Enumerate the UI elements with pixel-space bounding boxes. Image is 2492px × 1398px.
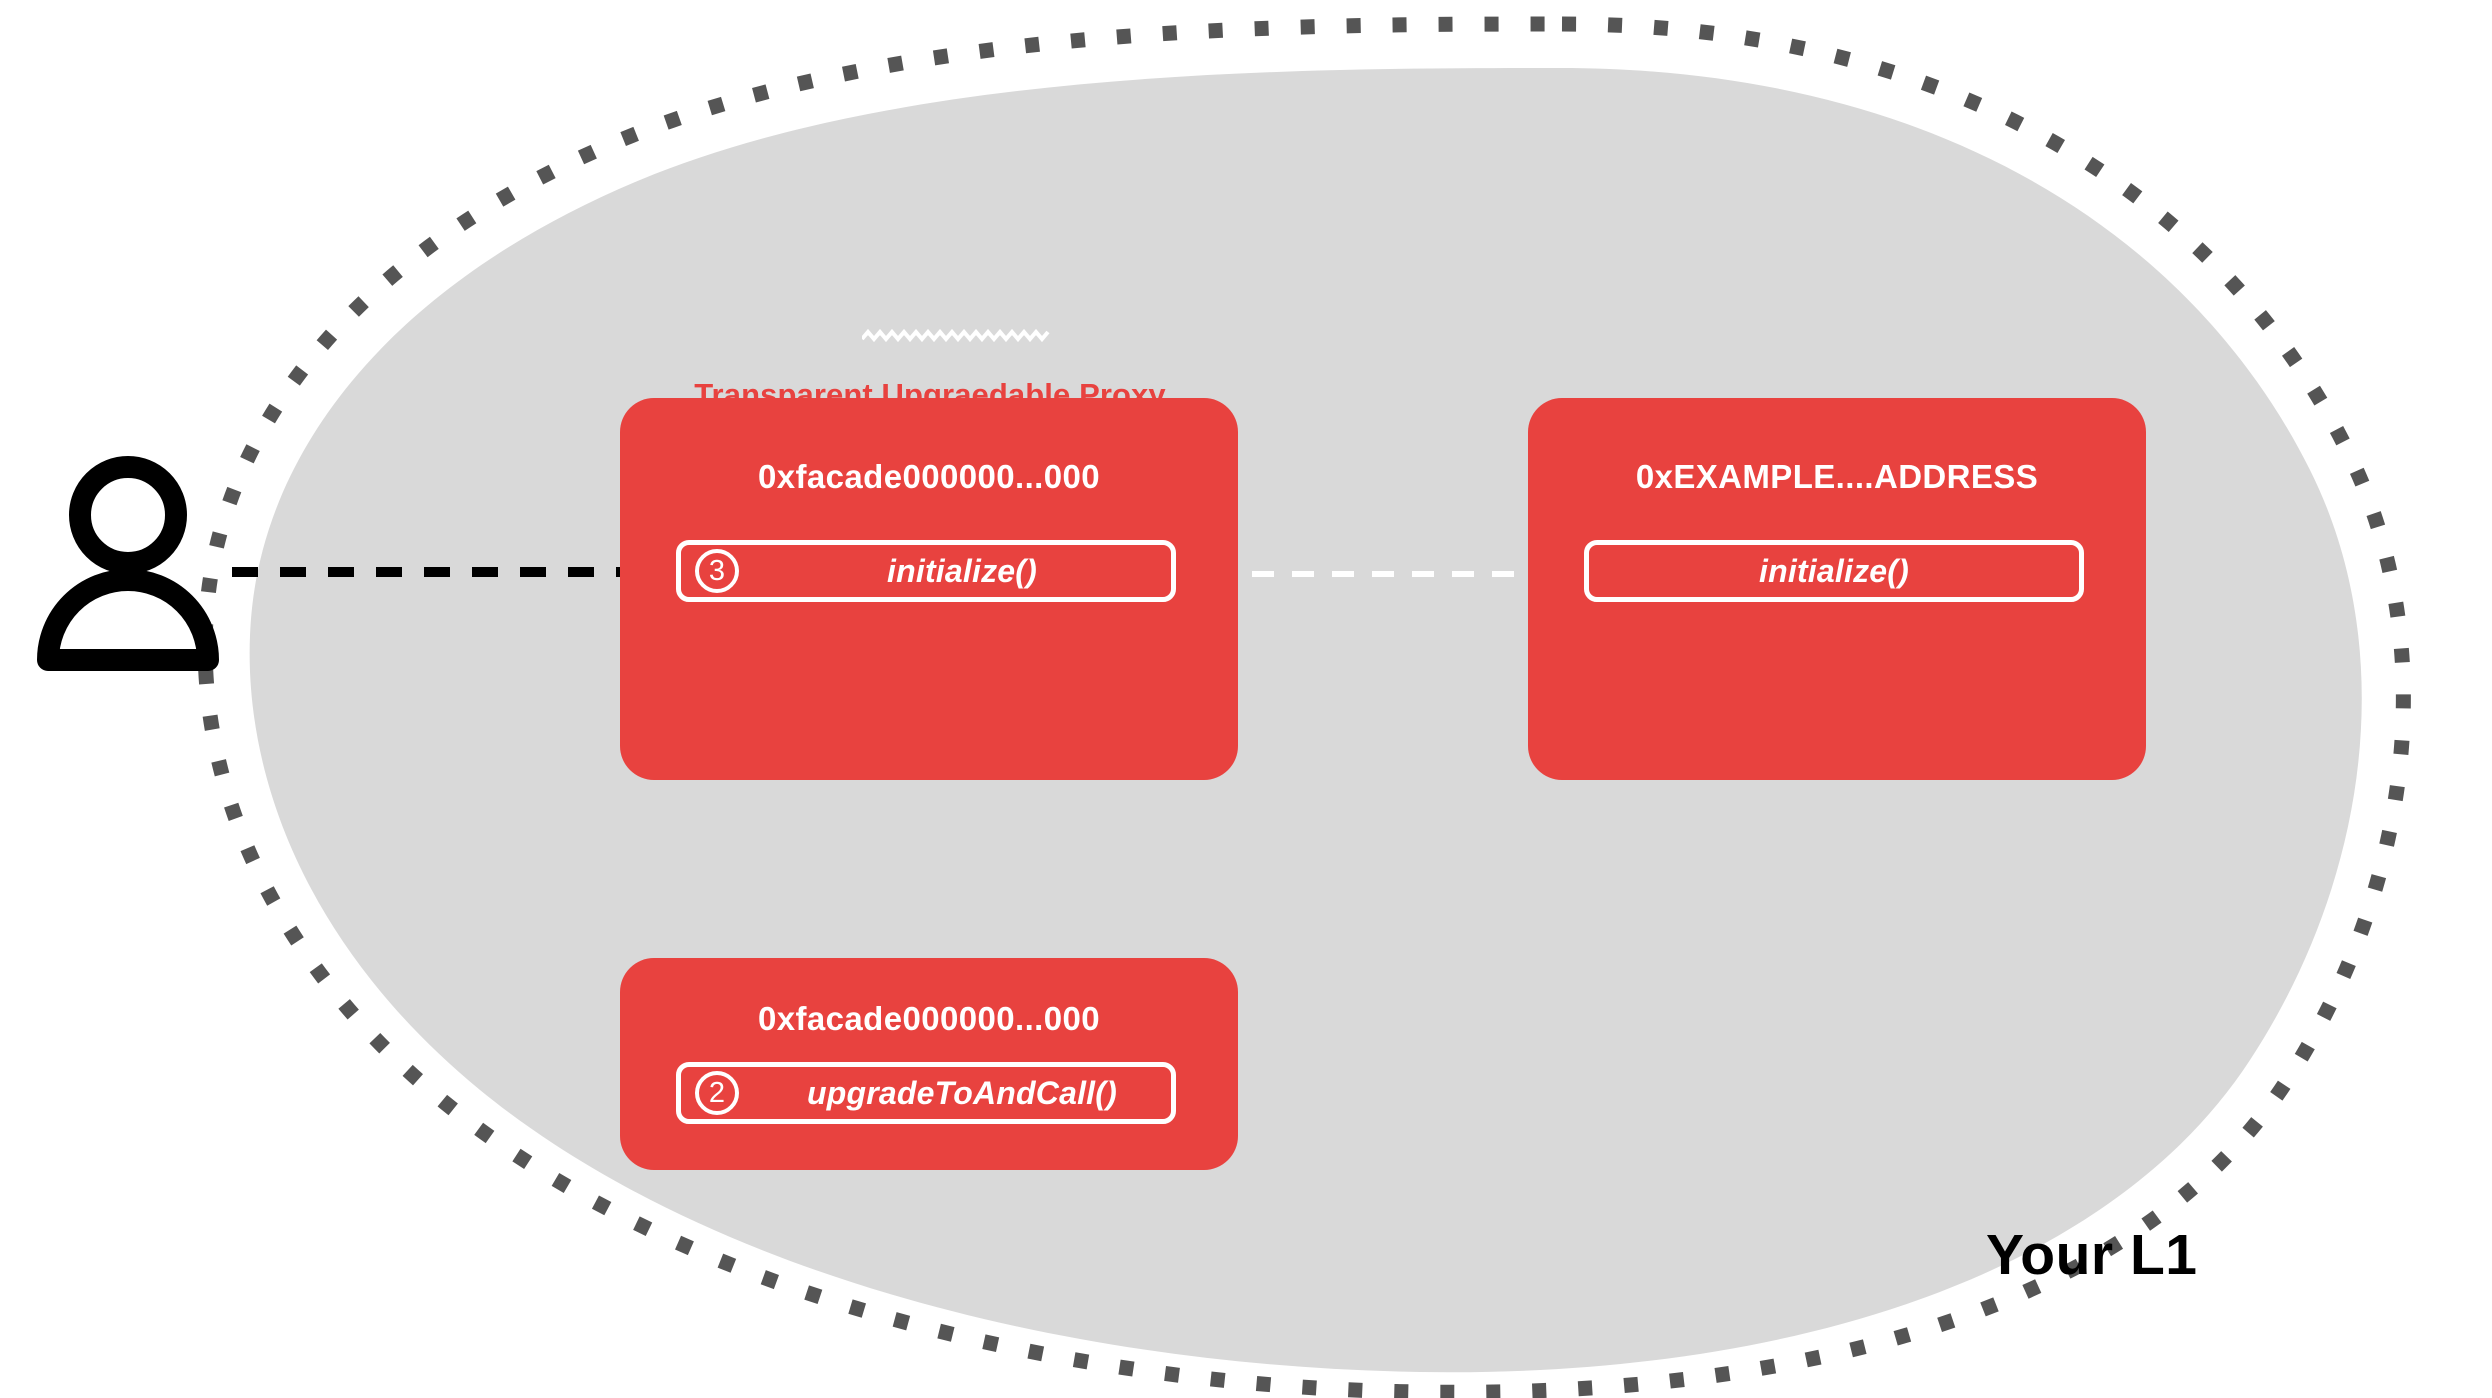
card-validator-manager[interactable]: 0xEXAMPLE....ADDRESS initialize() — [1528, 398, 2146, 780]
person-icon — [37, 456, 219, 671]
step-badge: 2 — [695, 1071, 739, 1115]
region-label-your-l1: Your L1 — [1986, 1223, 2198, 1287]
method-label: upgradeToAndCall() — [807, 1074, 1117, 1111]
contract-address: 0xEXAMPLE....ADDRESS — [1635, 458, 2039, 495]
method-label: initialize() — [1759, 552, 1909, 589]
card-transparent-upgradeable-proxy[interactable]: 0xfacade000000...000 3 initialize() — [620, 398, 1238, 780]
card-admin-proxy[interactable]: 0xfacade000000...000 2 upgradeToAndCall(… — [620, 958, 1238, 1170]
contract-address: 0xfacade000000...000 — [758, 1000, 1100, 1037]
contract-address: 0xfacade000000...000 — [758, 458, 1100, 495]
method-pill-initialize[interactable]: 3 initialize() — [676, 540, 1176, 602]
method-pill-initialize[interactable]: initialize() — [1584, 540, 2084, 602]
method-pill-upgrade-to-and-call[interactable]: 2 upgradeToAndCall() — [676, 1062, 1176, 1124]
user-actor — [28, 455, 228, 675]
method-label: initialize() — [887, 552, 1037, 589]
step-badge: 3 — [695, 549, 739, 593]
